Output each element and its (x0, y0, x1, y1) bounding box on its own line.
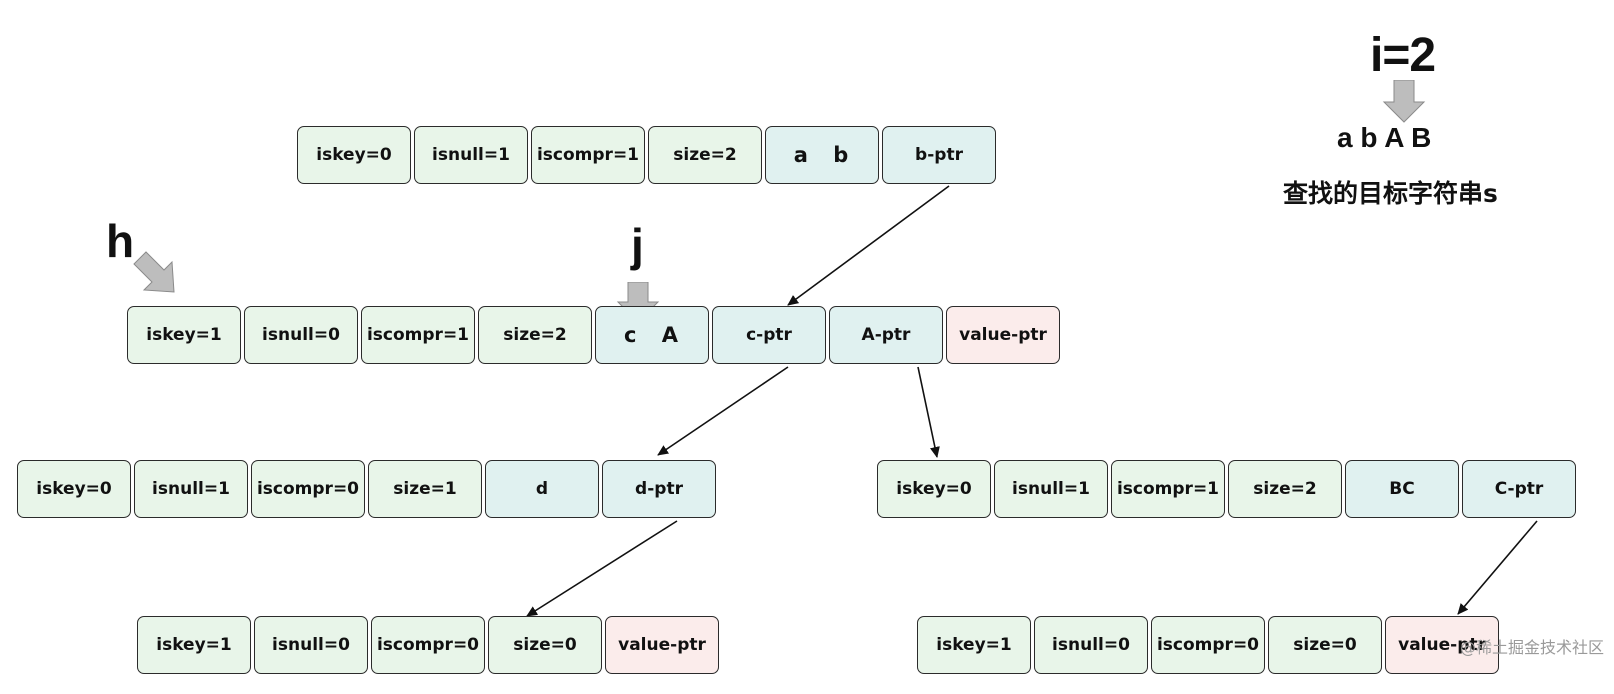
right-level3-node: iskey=0 isnull=1 iscompr=1 size=2 BC C-p… (877, 460, 1579, 518)
iskey-field: iskey=0 (877, 460, 991, 518)
arrow-Cptr-to-right4 (1457, 520, 1538, 615)
isnull-field: isnull=1 (414, 126, 528, 184)
isnull-field: isnull=1 (134, 460, 248, 518)
size-field: size=2 (478, 306, 592, 364)
child-pointer-field: b-ptr (882, 126, 996, 184)
search-caption: 查找的目标字符串s (1283, 179, 1498, 208)
child-pointer-field: C-ptr (1462, 460, 1576, 518)
watermark: @稀土掘金技术社区 (1459, 638, 1604, 657)
right-level4-node: iskey=1 isnull=0 iscompr=0 size=0 value-… (917, 616, 1502, 674)
iscompr-field: iscompr=0 (1151, 616, 1265, 674)
arrow-dptr-to-left4 (526, 520, 678, 617)
root-node: iskey=0 isnull=1 iscompr=1 size=2 a b b-… (297, 126, 999, 184)
level2-node: iskey=1 isnull=0 iscompr=1 size=2 c A c-… (127, 306, 1063, 364)
keys-field: d (485, 460, 599, 518)
search-string: a b A B (1337, 122, 1432, 153)
iskey-field: iskey=1 (917, 616, 1031, 674)
iscompr-field: iscompr=1 (361, 306, 475, 364)
size-field: size=0 (1268, 616, 1382, 674)
value-pointer-field: value-ptr (605, 616, 719, 674)
iskey-field: iskey=0 (297, 126, 411, 184)
isnull-field: isnull=0 (244, 306, 358, 364)
keys-field: a b (765, 126, 879, 184)
iscompr-field: iscompr=0 (371, 616, 485, 674)
child-pointer-field: c-ptr (712, 306, 826, 364)
size-field: size=0 (488, 616, 602, 674)
size-field: size=2 (648, 126, 762, 184)
child-pointer-field: d-ptr (602, 460, 716, 518)
iscompr-field: iscompr=1 (531, 126, 645, 184)
h-pointer-arrow-icon (133, 251, 175, 293)
size-field: size=1 (368, 460, 482, 518)
size-field: size=2 (1228, 460, 1342, 518)
iscompr-field: iscompr=0 (251, 460, 365, 518)
isnull-field: isnull=1 (994, 460, 1108, 518)
iscompr-field: iscompr=1 (1111, 460, 1225, 518)
isnull-field: isnull=0 (1034, 616, 1148, 674)
isnull-field: isnull=0 (254, 616, 368, 674)
i-pointer-arrow-icon (1382, 80, 1426, 123)
arrow-Aptr-to-right3 (917, 366, 940, 458)
iskey-field: iskey=0 (17, 460, 131, 518)
keys-field: c A (595, 306, 709, 364)
left-level3-node: iskey=0 isnull=1 iscompr=0 size=1 d d-pt… (17, 460, 719, 518)
arrow-cptr-to-left3 (657, 366, 789, 456)
value-pointer-field: value-ptr (946, 306, 1060, 364)
i-label: i=2 (1370, 29, 1436, 82)
keys-field: BC (1345, 460, 1459, 518)
iskey-field: iskey=1 (127, 306, 241, 364)
left-level4-node: iskey=1 isnull=0 iscompr=0 size=0 value-… (137, 616, 722, 674)
h-label: h (106, 215, 135, 267)
value-pointer-field: value-ptr (1385, 616, 1499, 674)
j-label: j (631, 219, 644, 271)
iskey-field: iskey=1 (137, 616, 251, 674)
arrow-bptr-to-level2 (787, 185, 950, 306)
child-pointer-field: A-ptr (829, 306, 943, 364)
